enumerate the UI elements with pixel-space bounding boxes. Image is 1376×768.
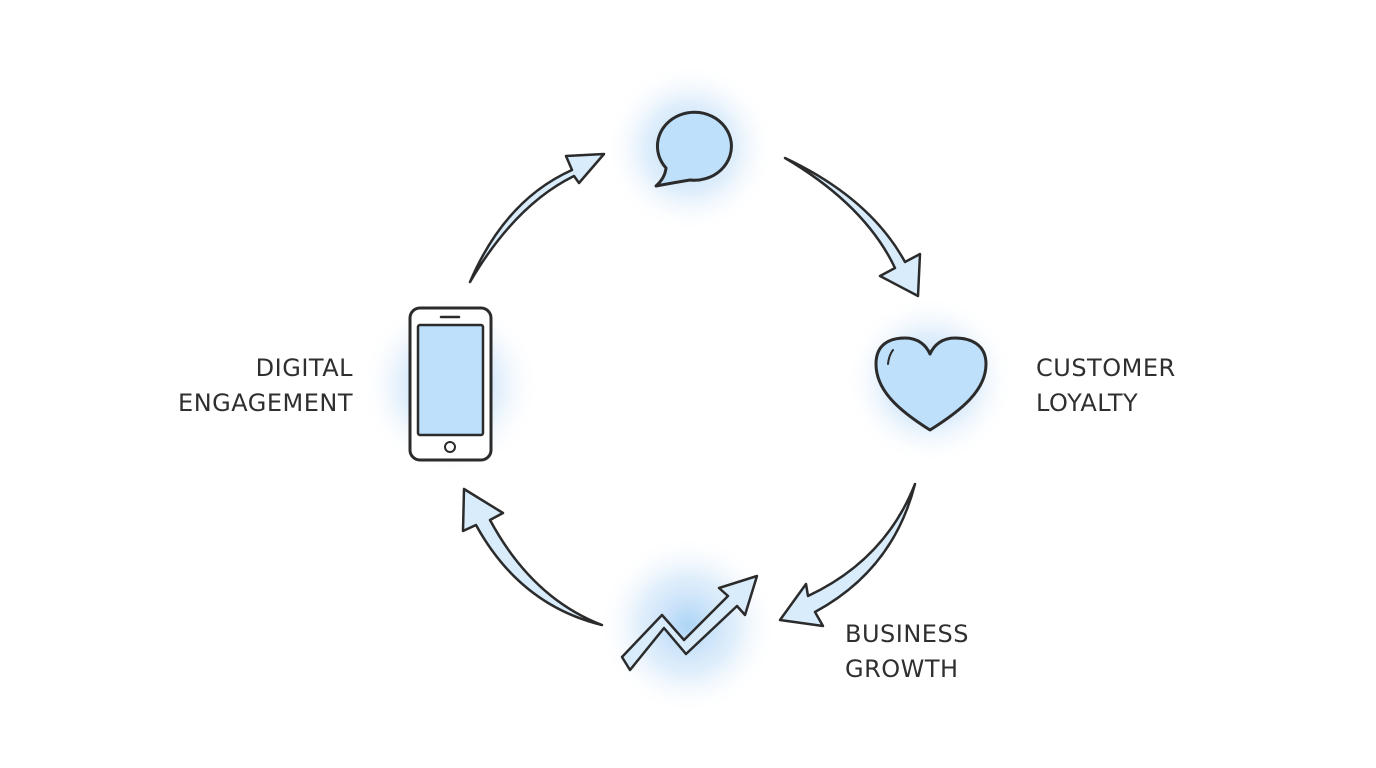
arrow-phone-to-chat xyxy=(468,152,606,284)
arrow-chat-to-heart xyxy=(783,156,922,298)
digital-engagement-label-line-1: DIGITAL xyxy=(255,354,353,382)
business-growth-label: BUSINESS GROWTH xyxy=(845,617,969,687)
speech-bubble-icon xyxy=(654,110,733,188)
customer-loyalty-label-line-1: CUSTOMER xyxy=(1036,354,1176,382)
trend-glow xyxy=(598,535,778,715)
digital-engagement-label-line-2: ENGAGEMENT xyxy=(178,389,353,417)
digital-engagement-label: DIGITAL ENGAGEMENT xyxy=(178,351,353,421)
business-growth-label-line-1: BUSINESS xyxy=(845,620,969,648)
heart-icon xyxy=(874,336,988,432)
trend-up-arrow-icon xyxy=(620,574,759,672)
customer-loyalty-label: CUSTOMER LOYALTY xyxy=(1036,351,1176,421)
smartphone-icon xyxy=(408,306,493,462)
arrow-trend-to-phone xyxy=(461,487,604,627)
business-growth-label-line-2: GROWTH xyxy=(845,655,959,683)
arrow-heart-to-trend xyxy=(778,482,917,628)
customer-loyalty-label-line-2: LOYALTY xyxy=(1036,389,1139,417)
